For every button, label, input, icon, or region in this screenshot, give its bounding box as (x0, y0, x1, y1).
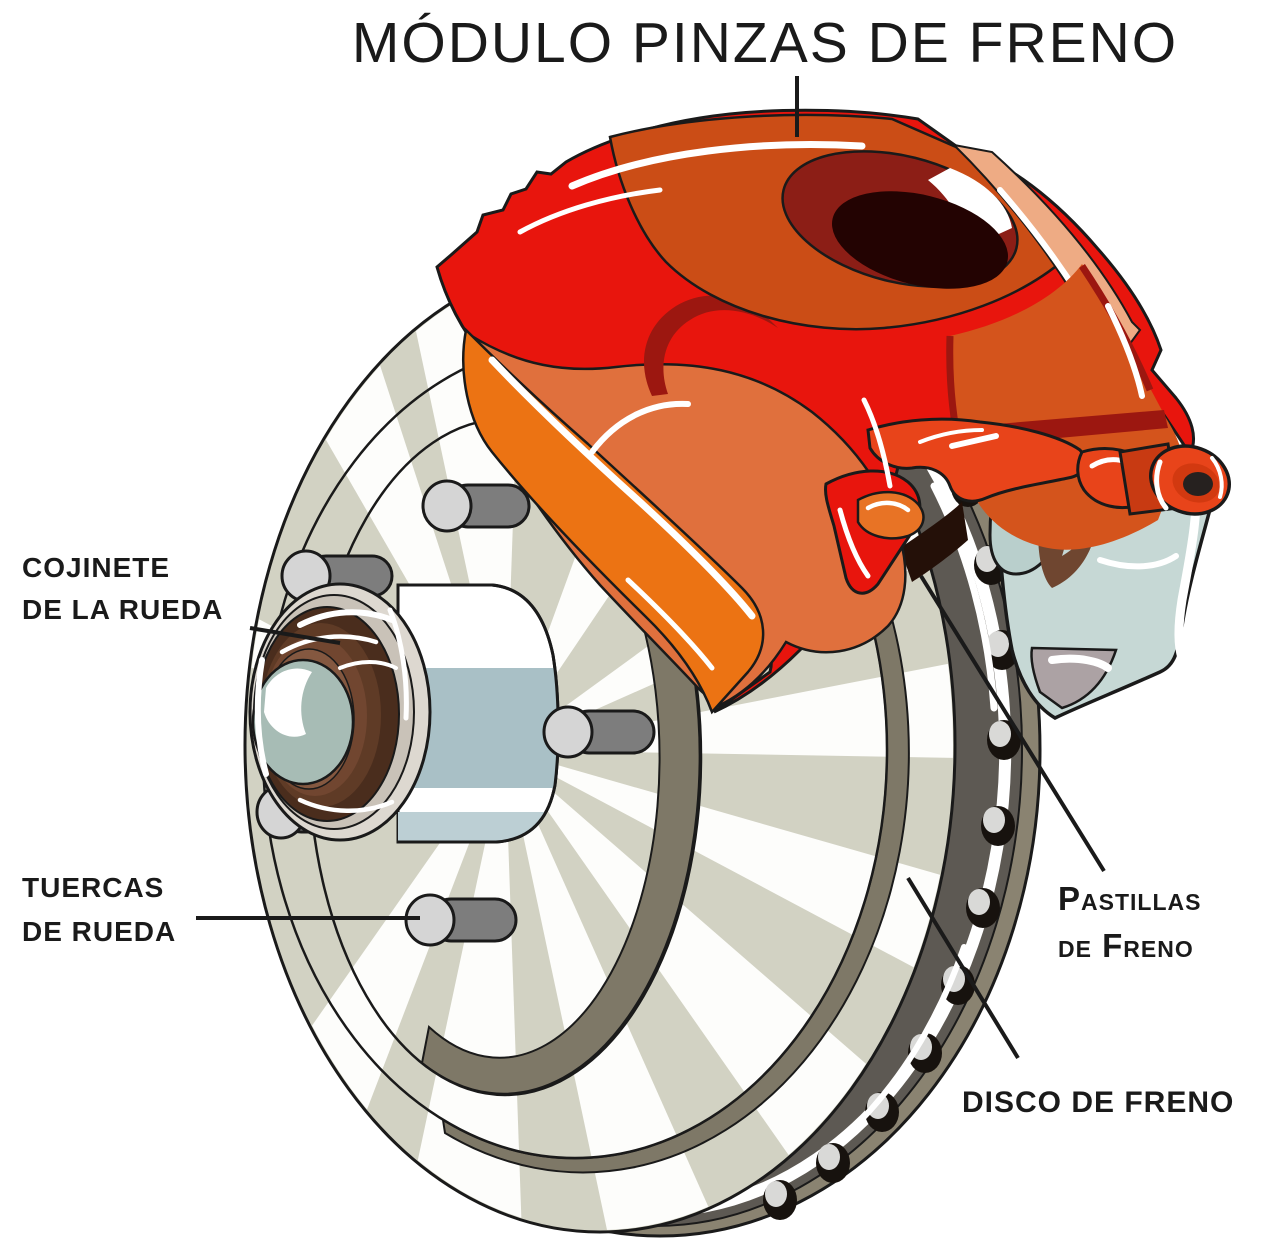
rim-hole-highlight (989, 721, 1011, 747)
wheel-bearing (248, 582, 432, 842)
caliper-lip (462, 327, 765, 715)
rim-hole-highlight (765, 1181, 787, 1207)
caliper-fluid-port (781, 150, 1019, 289)
label-brake-pads-line2: de Freno (1058, 927, 1194, 964)
leader-lines (196, 76, 1106, 1060)
rim-highlight (930, 482, 998, 712)
rim-hole-highlight (968, 889, 990, 915)
label-brake-pads-line1: Pastillas (1058, 880, 1202, 917)
label-wheel-nuts-line1: TUERCAS (22, 872, 165, 903)
rim-white-gap (588, 389, 1012, 1218)
rim-highlight (846, 944, 967, 1135)
face-wedge (247, 750, 505, 1230)
caliper-window-lip-shadow (644, 295, 778, 396)
rim-hole-highlight (987, 631, 1009, 657)
caliper-window (467, 332, 907, 708)
disc-line (906, 876, 1020, 1060)
label-wheel-bearing-line2: DE LA RUEDA (22, 594, 224, 625)
pads-line (919, 574, 1106, 873)
label-brake-disc: DISCO DE FRENO (962, 1086, 1235, 1119)
brake-caliper-module (435, 108, 1231, 715)
lug-stud-middle (542, 705, 656, 759)
lug-stud-top (421, 479, 531, 533)
brake-pad-finger (824, 469, 925, 595)
page-title: MÓDULO PINZAS DE FRENO (351, 11, 1179, 75)
face-wedge (505, 750, 758, 1230)
lug-stud-bottom (404, 893, 518, 947)
bracket-shadow (900, 502, 968, 582)
rim-hole-highlight (818, 1144, 840, 1170)
rim-hole-highlight (983, 807, 1005, 833)
label-wheel-bearing-line1: COJINETE (22, 552, 171, 583)
bleed-screw (1118, 442, 1231, 516)
label-wheel-nuts-line2: DE RUEDA (22, 916, 177, 947)
bearing-line (249, 626, 341, 645)
